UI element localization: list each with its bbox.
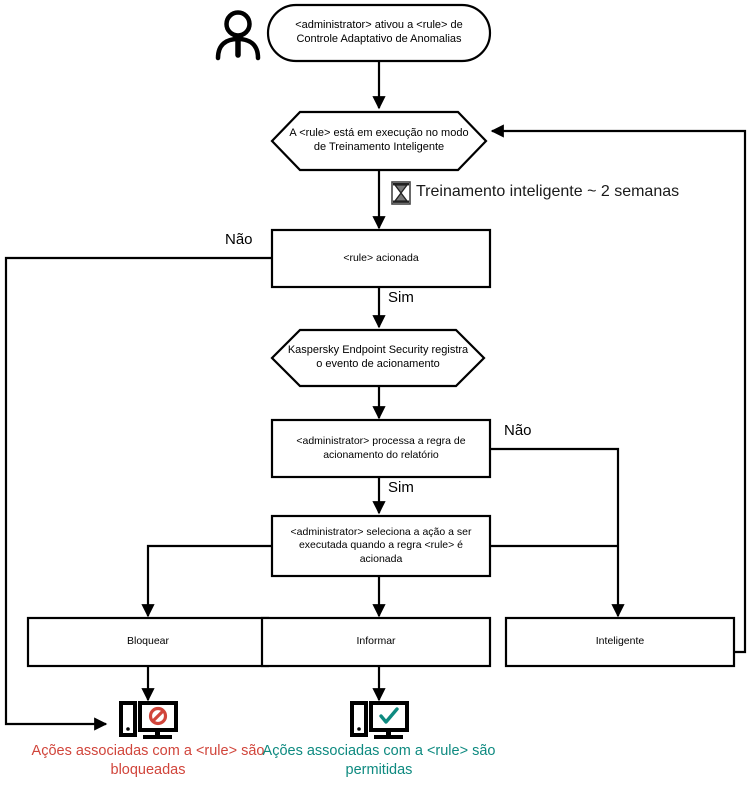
computer-allowed-icon: [350, 701, 409, 739]
edge-smart-loop-back: [490, 124, 747, 654]
edge-report-no: [490, 447, 625, 618]
node-inform-shape: [260, 616, 492, 668]
hourglass-icon: [391, 181, 411, 205]
node-select-action-shape: [270, 514, 492, 578]
edge-select-to-block: [141, 544, 272, 618]
person-icon: [215, 10, 261, 61]
edge-triggered-no: [4, 256, 272, 731]
node-block-shape: [26, 616, 270, 668]
note-training-duration-label: Treinamento inteligente ~ 2 semanas: [416, 183, 680, 200]
edge-label-report-no: Não: [504, 422, 532, 439]
edge-label-report-yes: Sim: [388, 479, 414, 496]
node-smart-shape: [504, 616, 736, 668]
node-training-mode-shape: [270, 110, 488, 172]
node-rule-triggered-shape: [270, 228, 492, 289]
node-start-shape: [266, 3, 492, 63]
edge-label-triggered-yes: Sim: [388, 289, 414, 306]
node-process-report-shape: [270, 418, 492, 479]
edge-label-triggered-no: Não: [225, 231, 253, 248]
node-log-event-shape: [270, 328, 486, 388]
computer-blocked-icon: [119, 701, 178, 739]
outcome-blocked-label: Ações associadas com a <rule> são bloque…: [31, 743, 265, 778]
outcome-allowed-label: Ações associadas com a <rule> são permit…: [262, 743, 496, 778]
